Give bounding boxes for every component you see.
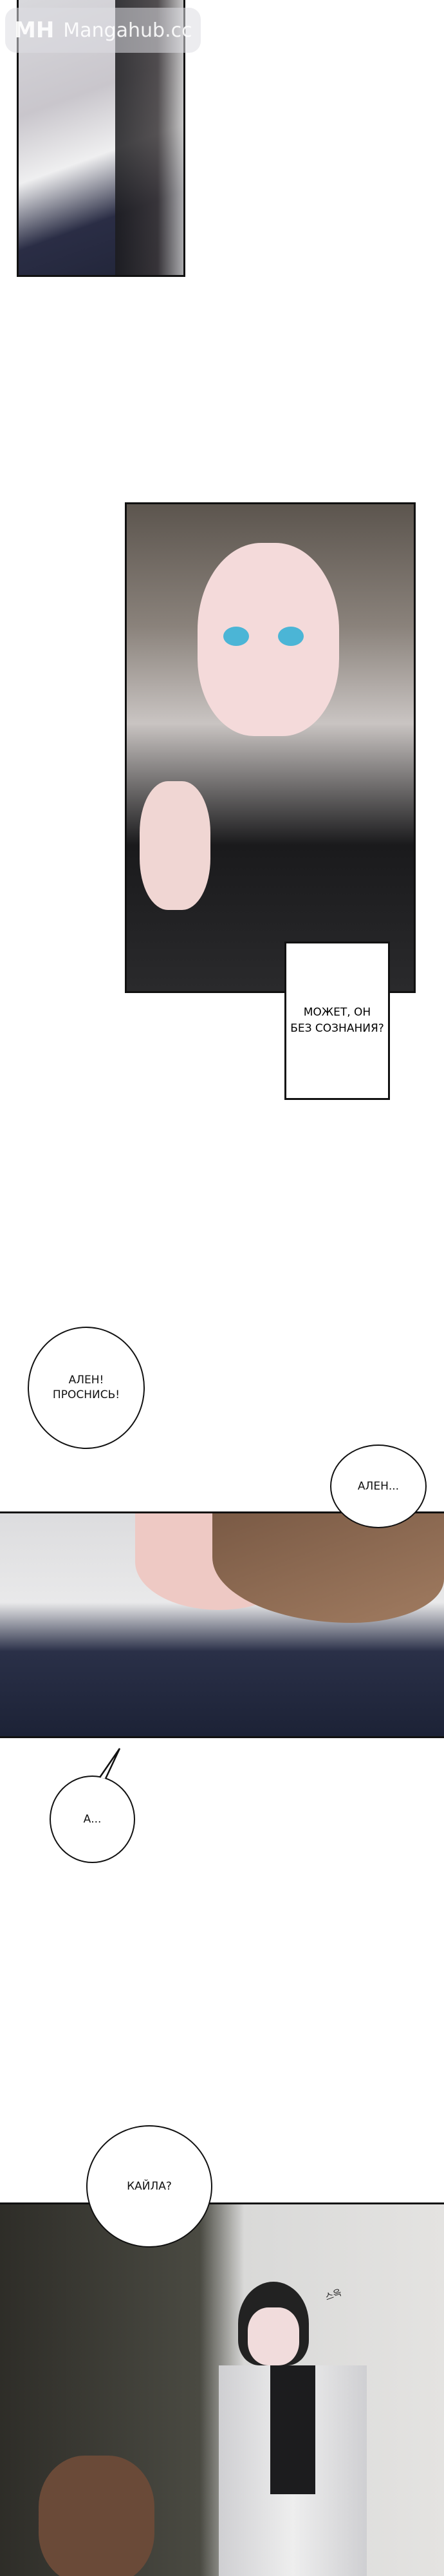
bubble-text: А... <box>83 1812 102 1826</box>
caption-box: МОЖЕТ, ОН БЕЗ СОЗНАНИЯ? <box>284 942 390 1100</box>
watermark-text: Mangahub.cc <box>63 19 192 42</box>
bubble-tail <box>98 1748 121 1779</box>
panel-room-scene: 스윽 <box>0 2202 444 2576</box>
watermark: MH Mangahub.cc <box>5 8 201 53</box>
caption-line: БЕЗ СОЗНАНИЯ? <box>290 1022 384 1035</box>
panel-man-lying <box>0 1511 444 1738</box>
sound-effect: 스윽 <box>324 2287 344 2303</box>
speech-bubble: КАЙЛА? <box>86 2125 212 2248</box>
bubble-text: АЛЕН... <box>357 1479 400 1493</box>
bubble-text: АЛЕН! <box>68 1374 104 1387</box>
speech-bubble: А... <box>50 1776 135 1863</box>
panel-woman-worried <box>125 502 416 993</box>
caption-line: МОЖЕТ, ОН <box>303 1005 371 1019</box>
speech-bubble: АЛЕН!ПРОСНИСЬ! <box>28 1327 145 1449</box>
speech-bubble: АЛЕН... <box>330 1444 427 1528</box>
bubble-text: КАЙЛА? <box>127 2179 172 2193</box>
watermark-logo: MH <box>14 17 55 43</box>
bubble-text: ПРОСНИСЬ! <box>52 1388 120 1401</box>
